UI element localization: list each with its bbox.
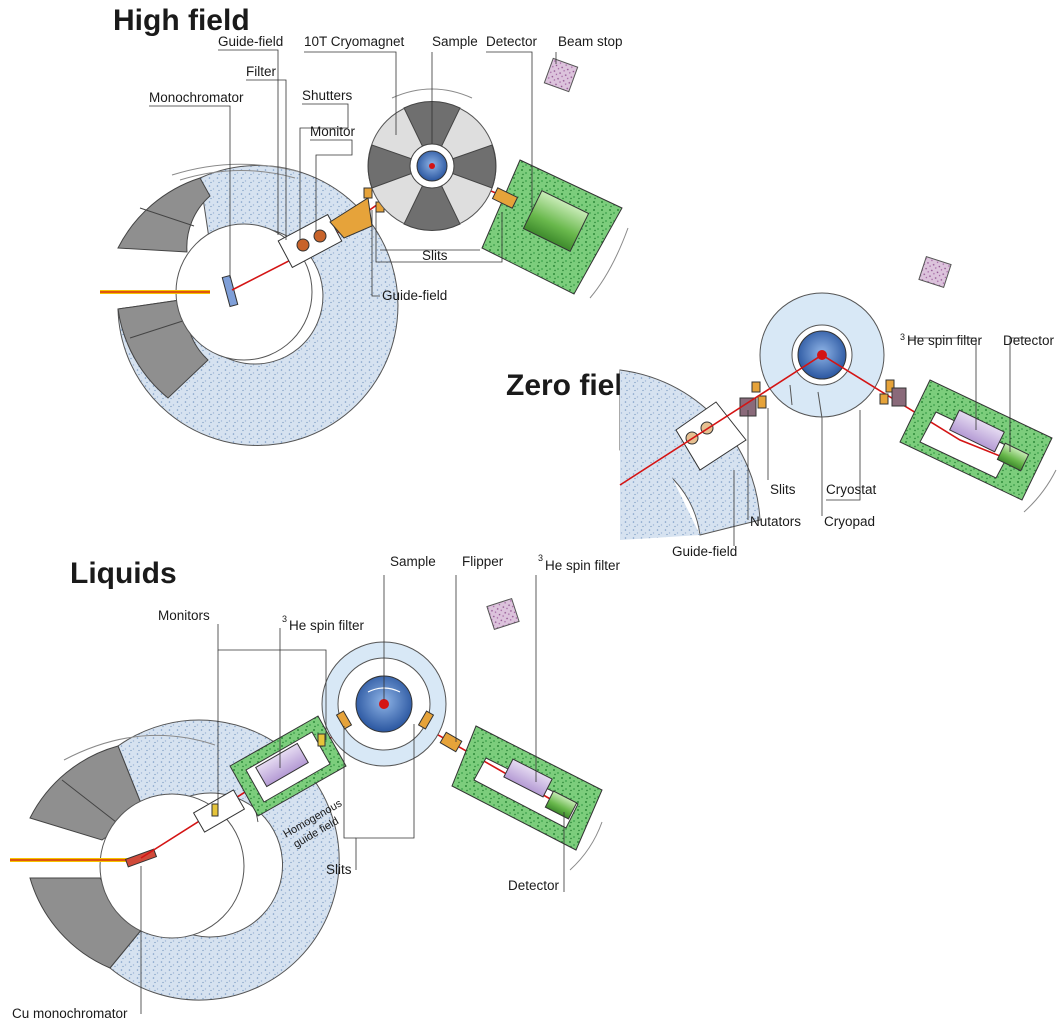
label-sample: Sample [432,34,478,49]
liquids-title: Liquids [70,557,177,590]
label-liquids-detector: Detector [508,878,560,893]
cryomagnet [367,88,497,231]
label-filter: Filter [246,64,277,79]
label-spin-filter-left-sup: 3 [282,614,287,624]
liquids-beam-stop [486,597,520,631]
label-zero-detector: Detector [1003,333,1055,348]
label-spin-filter: He spin filter [907,333,983,348]
label-spin-filter-left: He spin filter [289,618,365,633]
label-liquids-sample: Sample [390,554,436,569]
label-detector: Detector [486,34,538,49]
flipper [439,731,463,753]
zero-beam-stop [918,255,952,289]
label-beam-stop: Beam stop [558,34,623,49]
zero-guide-box [675,401,747,471]
label-zero-slits: Slits [770,482,796,497]
zero-field-detector [899,379,1057,513]
zero-field-title: Zero field [506,369,641,402]
label-liquids-slits: Slits [326,862,352,877]
label-spin-filter-right-sup: 3 [538,553,543,563]
liquids-detector-assembly [451,725,603,871]
label-slits: Slits [422,248,448,263]
zero-field-diagram: Zero field [506,255,1057,559]
label-nutators: Nutators [750,514,801,529]
label-flipper: Flipper [462,554,504,569]
label-cryopad: Cryopad [824,514,875,529]
liquids-spin-filter-left [229,715,347,817]
label-monitors: Monitors [158,608,210,623]
label-cu-monochromator: Cu monochromator [12,1006,128,1021]
monochromator-crystal [221,274,239,308]
label-shutters: Shutters [302,88,353,103]
label-guide-field-bottom: Guide-field [382,288,447,303]
high-field-detector [481,159,629,299]
label-zero-guide-field: Guide-field [672,544,737,559]
beam-stop [543,57,579,93]
high-field-title: High field [113,4,250,37]
label-cryostat: Cryostat [826,482,877,497]
label-spin-filter-right: He spin filter [545,558,621,573]
label-cryomagnet: 10T Cryomagnet [304,34,405,49]
label-spin-filter-sup: 3 [900,332,905,342]
liquids-diagram: Liquids [10,553,621,1021]
liquids-cryostat [321,641,447,767]
label-monitor: Monitor [310,124,356,139]
liquids-monitor-box [192,789,246,833]
high-field-diagram: High field [100,4,629,446]
label-guide-field-top: Guide-field [218,34,283,49]
label-monochromator: Monochromator [149,90,244,105]
